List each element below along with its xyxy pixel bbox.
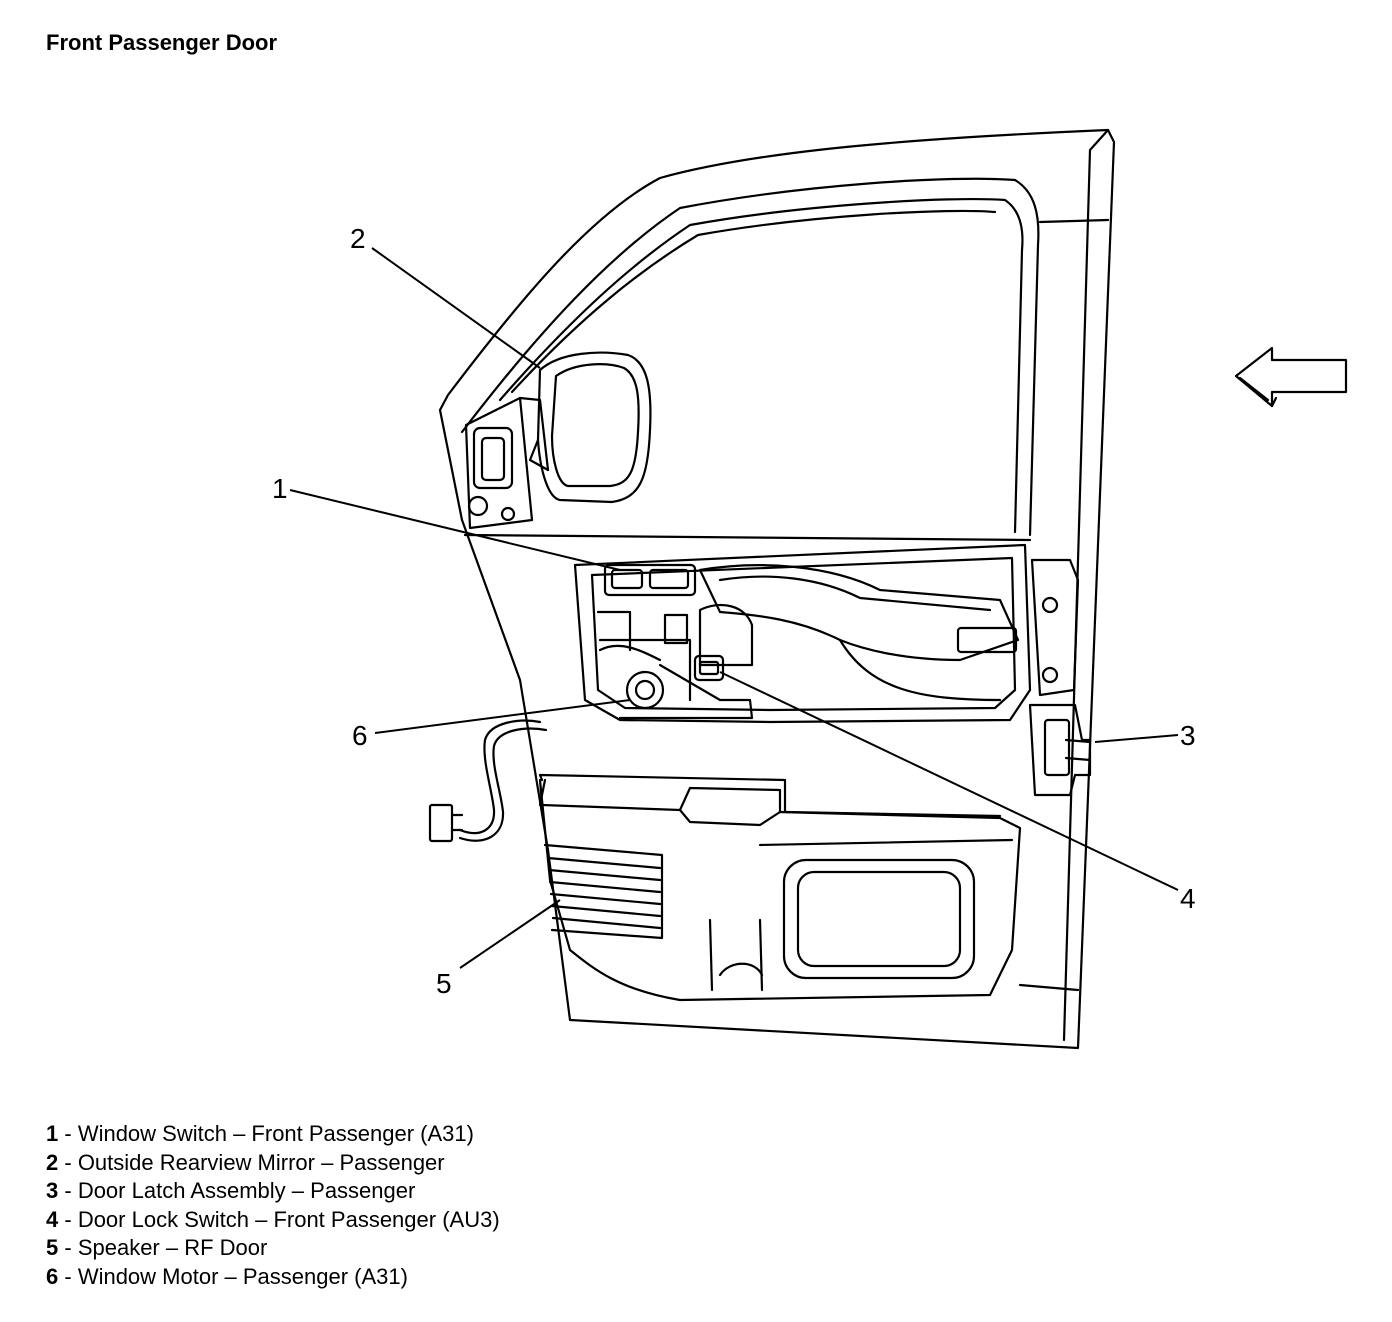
leader-line-4: [719, 671, 1179, 891]
door-trim-panel: [573, 543, 1032, 724]
legend-item: 5 - Speaker – RF Door: [46, 1234, 500, 1263]
leader-line-6: [374, 699, 631, 734]
legend-separator: -: [58, 1178, 78, 1204]
legend-separator: -: [58, 1235, 78, 1261]
armrest-handle: [698, 564, 1020, 702]
callout-3: 3: [1180, 720, 1196, 751]
legend-separator: -: [58, 1149, 78, 1175]
door-diagram: 1 2 3 4 5 6: [272, 128, 1348, 1050]
speaker-grille: [543, 843, 664, 940]
legend-separator: -: [58, 1263, 78, 1289]
outside-mirror: [464, 351, 652, 530]
legend-item: 1 - Window Switch – Front Passenger (A31…: [46, 1120, 500, 1149]
callout-4: 4: [1180, 883, 1196, 914]
wiring-harness: [428, 719, 548, 843]
orientation-arrow: [1234, 346, 1348, 408]
legend-text: Speaker – RF Door: [77, 1235, 268, 1261]
window-frame-outer: [460, 177, 1040, 537]
legend-number: 3: [46, 1178, 59, 1204]
leader-line-1: [289, 489, 621, 571]
leader-line-3: [1094, 734, 1179, 743]
callout-1: 1: [272, 473, 288, 504]
page-title: Front Passenger Door: [46, 30, 278, 55]
leader-line-5: [459, 899, 561, 969]
door-latch: [1028, 558, 1092, 797]
map-pocket: [538, 773, 1022, 1002]
legend-text: Window Switch – Front Passenger (A31): [77, 1121, 474, 1146]
window-sill-line: [463, 533, 1032, 542]
legend-text: Door Lock Switch – Front Passenger (AU3): [77, 1206, 500, 1232]
window-motor: [596, 610, 754, 720]
door-inner-edge: [1062, 128, 1110, 1042]
window-switch: [603, 563, 697, 597]
legend-text: Window Motor – Passenger (A31): [77, 1263, 408, 1289]
legend-number: 6: [46, 1263, 59, 1289]
callout-2: 2: [350, 223, 366, 254]
legend-list: 1 - Window Switch – Front Passenger (A31…: [46, 1120, 500, 1292]
legend-item: 3 - Door Latch Assembly – Passenger: [46, 1177, 500, 1206]
legend-number: 4: [46, 1206, 59, 1232]
legend-number: 5: [46, 1235, 59, 1261]
callout-5: 5: [436, 968, 452, 999]
legend-separator: -: [58, 1206, 78, 1232]
legend-text: Outside Rearview Mirror – Passenger: [77, 1149, 445, 1175]
legend-item: 4 - Door Lock Switch – Front Passenger (…: [46, 1206, 500, 1235]
legend-separator: -: [58, 1121, 78, 1146]
legend-item: 6 - Window Motor – Passenger (A31): [46, 1263, 500, 1292]
legend-item: 2 - Outside Rearview Mirror – Passenger: [46, 1149, 500, 1178]
callout-6: 6: [352, 720, 368, 751]
window-frame-inner: [498, 197, 1024, 534]
leader-line-2: [371, 247, 541, 369]
legend-number: 1: [46, 1121, 59, 1146]
door-lock-switch: [693, 603, 754, 682]
legend-text: Door Latch Assembly – Passenger: [77, 1178, 416, 1204]
legend-number: 2: [46, 1149, 59, 1175]
